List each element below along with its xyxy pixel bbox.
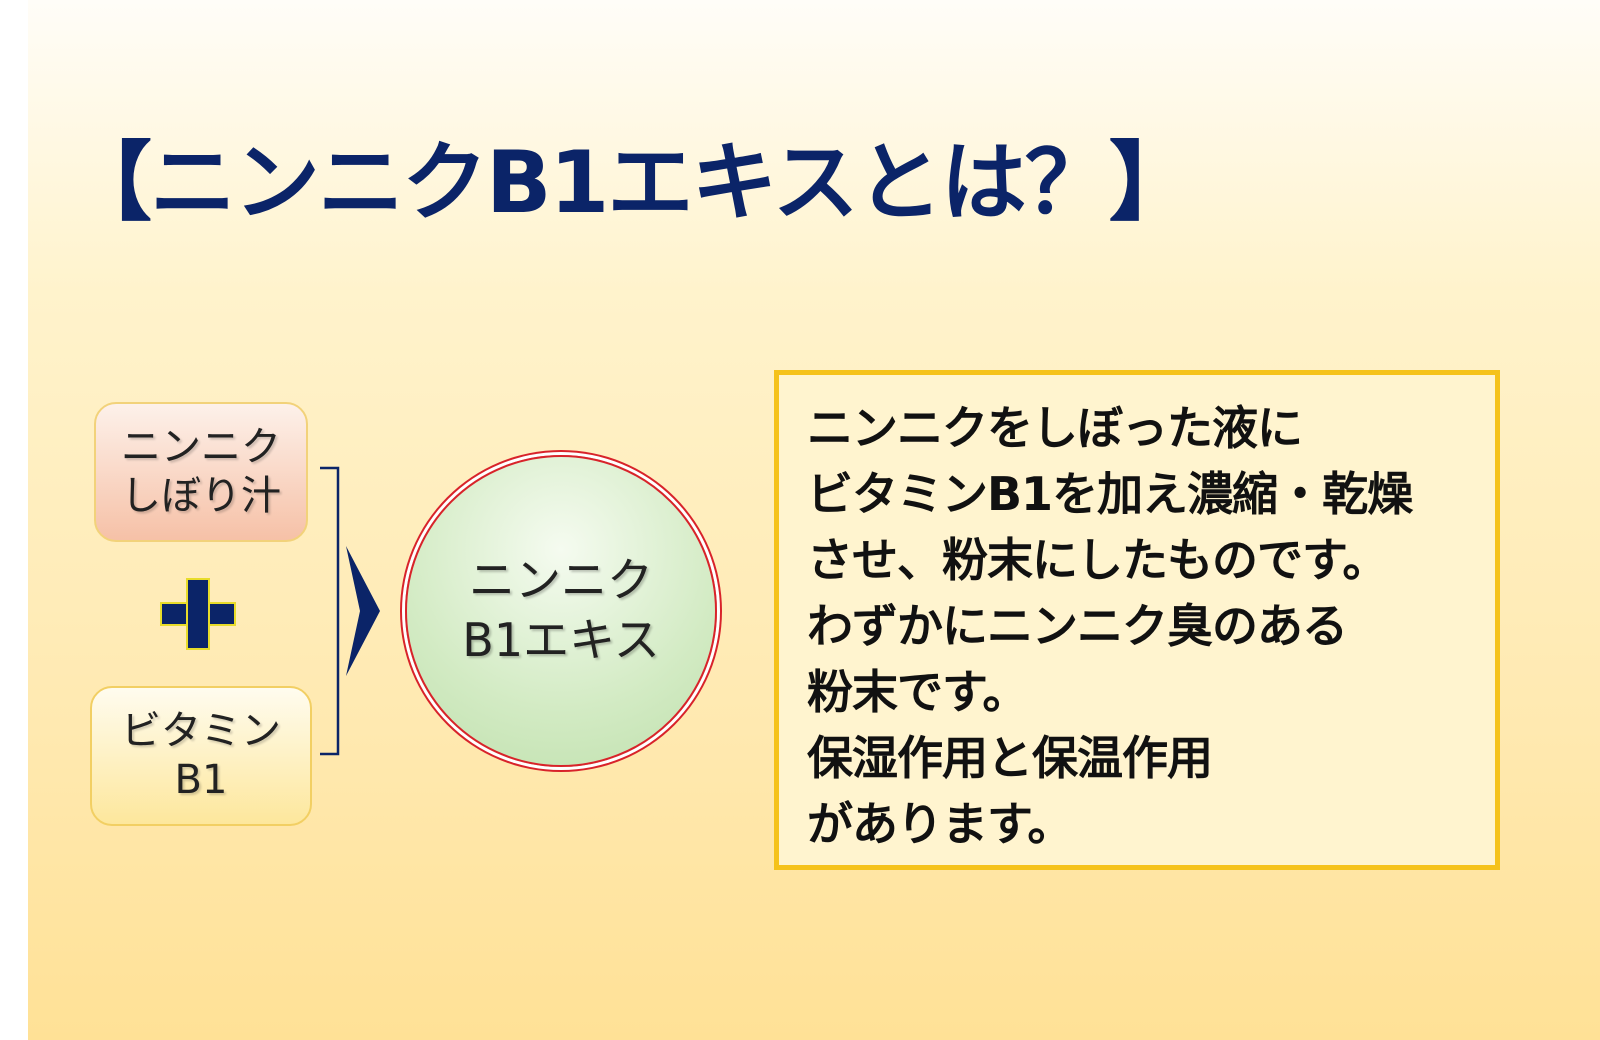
vitamin-b1-label-line2: B1 (174, 757, 228, 803)
vitamin-b1-label-line1: ビタミン (121, 708, 281, 755)
description-line: ニンニクをしぼった液に (807, 401, 1303, 455)
description-line: わずかにニンニク臭のある (807, 599, 1348, 653)
slide: 【ニンニクB1エキスとは？】 ニンニク しぼり汁 ビタミン B1 ニンニク B1… (28, 0, 1600, 1040)
slide-title: 【ニンニクB1エキスとは？】 (66, 133, 1195, 233)
description-line: 粉末です。 (807, 665, 1028, 719)
description-line: ビタミンB1を加え濃縮・乾燥 (807, 467, 1413, 521)
description-box: ニンニクをしぼった液に ビタミンB1を加え濃縮・乾燥 させ、粉末にしたものです。… (774, 370, 1500, 870)
garlic-b1-extract-circle: ニンニク B1エキス (405, 455, 717, 767)
bracket-line (320, 466, 340, 756)
plus-icon (160, 578, 236, 650)
description-line: 保湿作用と保温作用 (807, 731, 1213, 785)
garlic-juice-label-line1: ニンニク (121, 424, 281, 471)
merge-connector (320, 466, 380, 756)
extract-label-line1: ニンニク (469, 553, 653, 608)
extract-label-line2: B1エキス (462, 613, 660, 667)
chevron-right-icon (346, 546, 380, 676)
garlic-juice-box: ニンニク しぼり汁 (94, 402, 308, 542)
vitamin-b1-box: ビタミン B1 (90, 686, 312, 826)
garlic-juice-label-line2: しぼり汁 (121, 473, 281, 519)
description-line: があります。 (807, 797, 1073, 851)
description-line: させ、粉末にしたものです。 (807, 533, 1388, 587)
